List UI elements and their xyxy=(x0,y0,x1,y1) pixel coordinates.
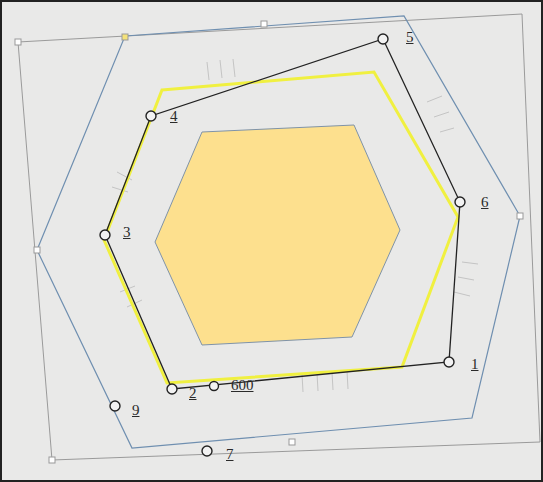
callout-number: 6 xyxy=(481,194,489,210)
callout-number: 9 xyxy=(132,402,140,418)
callout-number: 5 xyxy=(406,29,414,45)
callout-number: 7 xyxy=(226,446,234,462)
callout-number: 2 xyxy=(189,385,197,401)
callout-number: 4 xyxy=(170,108,178,124)
callout-number: 1 xyxy=(471,356,479,372)
callout-number: 3 xyxy=(123,224,131,240)
callout-number: 600 xyxy=(231,377,254,393)
